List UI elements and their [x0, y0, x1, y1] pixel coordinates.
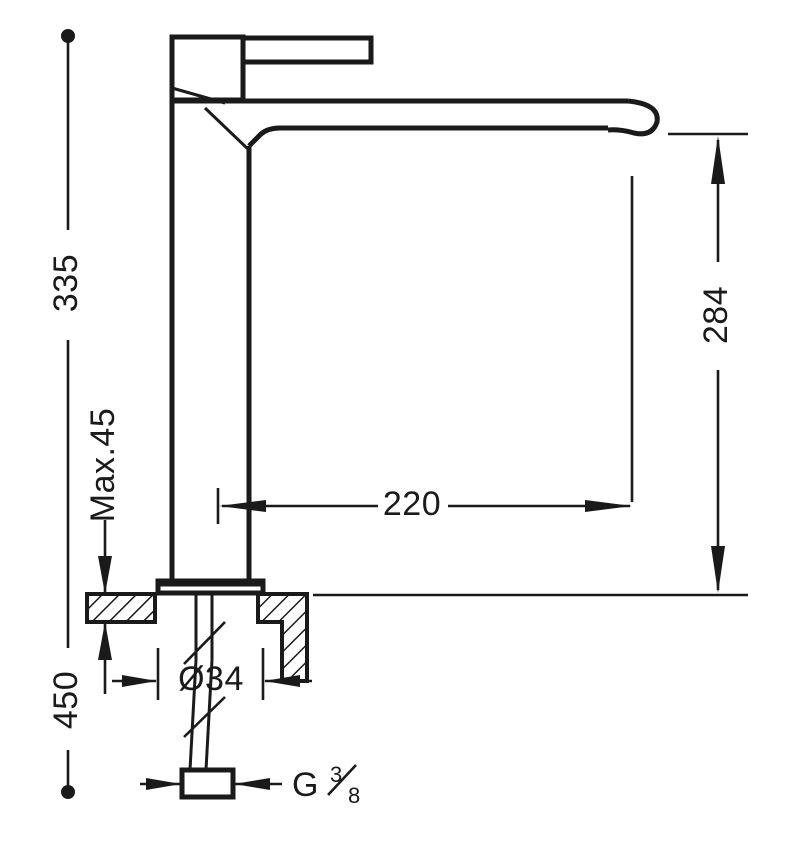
arrow-head-right	[585, 500, 632, 512]
arrow-head-right	[146, 778, 181, 790]
spout-outlet-tip	[607, 98, 660, 137]
arrow-head-up	[711, 136, 725, 184]
dimension-label-450: 450	[47, 671, 85, 729]
thread-fraction-denominator: 8	[348, 783, 360, 808]
arrow-head-up	[98, 622, 112, 660]
dimension-hole-diameter: Ø34	[112, 621, 312, 738]
flexible-supply-hose	[188, 659, 214, 771]
arrow-head-left	[219, 500, 266, 512]
lever-handle	[243, 35, 374, 65]
dimension-spout-reach: 220	[216, 176, 634, 524]
dimension-label-284: 284	[697, 286, 735, 344]
countertop-section-left	[85, 592, 157, 624]
dimension-label-max45: Max.45	[84, 408, 122, 523]
arrow-head-right	[122, 675, 157, 687]
supply-connector-nut	[179, 767, 236, 800]
cartridge-housing-block	[169, 34, 246, 105]
dim-terminator-dot	[61, 29, 75, 43]
dimension-label-diameter34: Ø34	[178, 660, 244, 698]
dimension-hose-length: 450	[47, 648, 88, 750]
thread-label-G: G	[292, 766, 319, 804]
horizontal-spout-arm	[172, 98, 628, 152]
dimension-max-counter-thickness: Max.45	[84, 408, 122, 694]
dim-terminator-dot	[61, 785, 75, 799]
thread-fraction-numerator: 3	[330, 762, 342, 787]
dimension-label-335: 335	[47, 254, 85, 312]
annotation-supply-thread: G 3 8	[140, 762, 360, 808]
arrow-head-left	[234, 778, 270, 790]
arrow-head-down	[711, 546, 725, 593]
threaded-shank	[194, 594, 214, 660]
dimension-spout-height: 284	[313, 132, 748, 597]
dimension-label-220: 220	[383, 485, 441, 523]
base-flange-plate	[155, 578, 266, 596]
countertop-section-right	[256, 592, 309, 683]
arrow-head-down	[98, 556, 112, 594]
arrow-head-left	[264, 675, 300, 687]
